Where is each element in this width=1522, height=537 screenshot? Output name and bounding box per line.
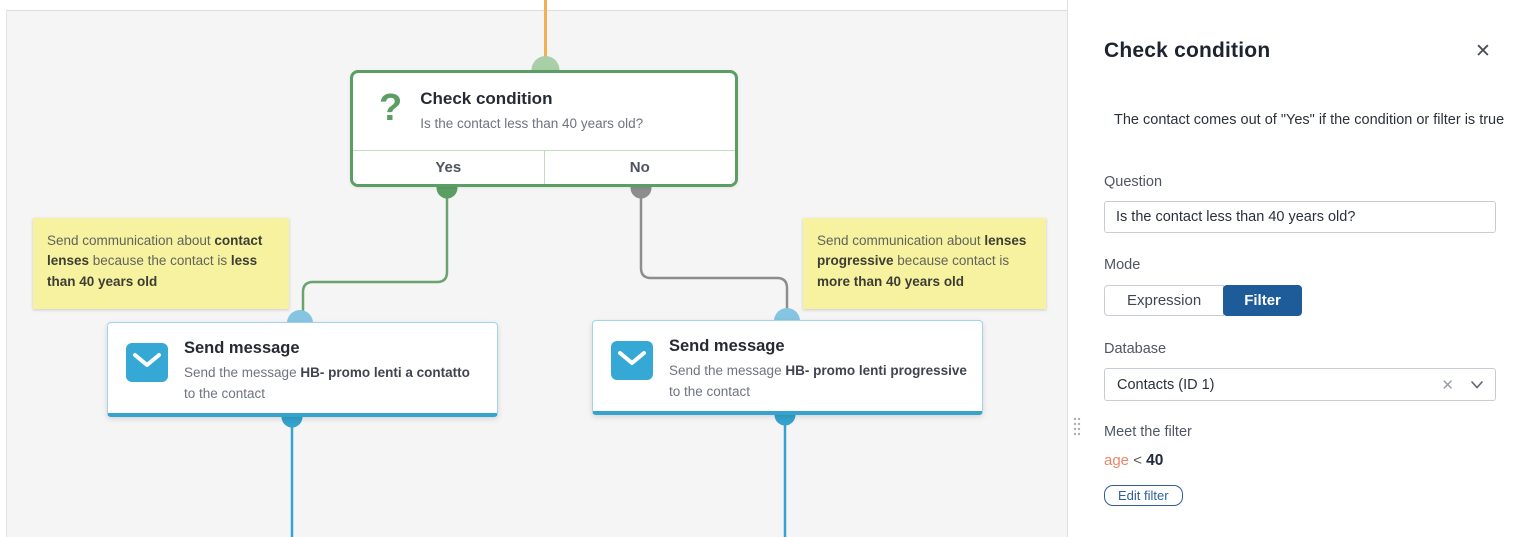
filter-expression: age < 40 xyxy=(1104,452,1163,470)
panel-description: The contact comes out of "Yes" if the co… xyxy=(1114,112,1505,128)
database-select[interactable]: Contacts (ID 1) ✕ xyxy=(1104,368,1496,401)
sticky-note-right[interactable]: Send communication about lenses progress… xyxy=(803,218,1046,309)
condition-settings-panel: Check condition ✕ The contact comes out … xyxy=(1067,0,1522,537)
filter-operator: < xyxy=(1133,452,1142,469)
check-condition-node[interactable]: ? Check condition Is the contact less th… xyxy=(350,70,738,187)
mode-expression-button[interactable]: Expression xyxy=(1104,285,1225,316)
database-label: Database xyxy=(1104,341,1167,357)
yes-branch-connector-line xyxy=(301,190,449,324)
message-node-title: Send message xyxy=(669,337,785,355)
message-node-title: Send message xyxy=(184,339,300,357)
email-icon xyxy=(126,343,168,382)
condition-node-subtitle: Is the contact less than 40 years old? xyxy=(420,116,644,131)
mode-label: Mode xyxy=(1104,257,1141,273)
chevron-down-icon[interactable] xyxy=(1471,380,1483,389)
yes-branch-button[interactable]: Yes xyxy=(353,151,544,184)
database-selected-value: Contacts (ID 1) xyxy=(1117,376,1215,393)
send-message-node-left[interactable]: Send message Send the message HB- promo … xyxy=(107,322,498,417)
message-node-description: Send the message HB- promo lenti progres… xyxy=(669,363,967,399)
email-icon xyxy=(611,341,653,380)
filter-value: 40 xyxy=(1146,452,1164,469)
send-message-node-right[interactable]: Send message Send the message HB- promo … xyxy=(592,320,983,415)
clear-icon[interactable]: ✕ xyxy=(1441,376,1454,394)
no-branch-connector-line xyxy=(639,190,789,322)
edit-filter-button[interactable]: Edit filter xyxy=(1104,485,1183,506)
panel-drag-handle[interactable] xyxy=(1072,417,1082,437)
question-input[interactable] xyxy=(1104,201,1496,233)
message-node-description: Send the message HB- promo lenti a conta… xyxy=(184,365,470,401)
sticky-note-left[interactable]: Send communication about contact lenses … xyxy=(33,218,289,309)
filter-field: age xyxy=(1104,452,1130,469)
question-mark-icon: ? xyxy=(379,87,403,129)
question-label: Question xyxy=(1104,174,1163,190)
panel-title: Check condition xyxy=(1104,39,1271,62)
mode-toggle-group: Expression Filter xyxy=(1104,285,1302,316)
condition-node-title: Check condition xyxy=(420,89,553,108)
no-branch-button[interactable]: No xyxy=(543,151,735,184)
mode-filter-button[interactable]: Filter xyxy=(1223,285,1302,316)
close-icon[interactable]: ✕ xyxy=(1471,40,1495,64)
meet-filter-label: Meet the filter xyxy=(1104,424,1192,440)
